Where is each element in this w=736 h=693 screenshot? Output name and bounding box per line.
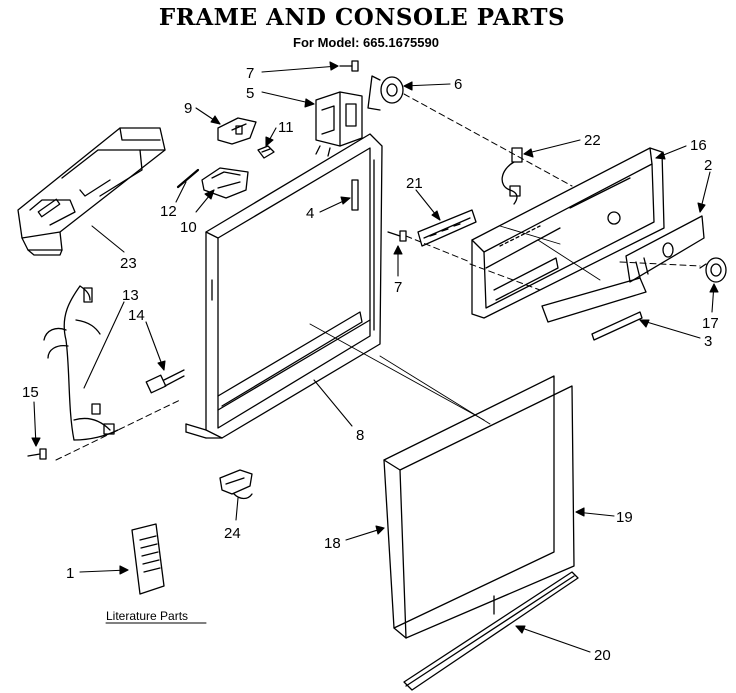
part-2-overlay bbox=[626, 216, 704, 282]
part-15-screw bbox=[28, 449, 46, 459]
part-23-vent-housing bbox=[18, 127, 165, 256]
diagram-title: FRAME AND CONSOLE PARTS bbox=[158, 4, 566, 31]
callout-10: 10 bbox=[180, 219, 197, 236]
callout-13: 13 bbox=[122, 287, 139, 304]
part-7-screw-mid bbox=[388, 231, 406, 241]
callout-19: 19 bbox=[616, 509, 633, 526]
callout-21: 21 bbox=[406, 175, 423, 192]
part-24-clip bbox=[220, 470, 252, 499]
callout-7-mid: 7 bbox=[394, 279, 402, 296]
callout-14: 14 bbox=[128, 307, 145, 324]
part-13-wire-harness bbox=[44, 286, 118, 440]
callout-8: 8 bbox=[356, 427, 364, 444]
callout-6: 6 bbox=[454, 76, 462, 93]
part-5-latch bbox=[316, 92, 362, 156]
callout-5: 5 bbox=[246, 85, 254, 102]
part-17-dial bbox=[700, 258, 726, 282]
part-22-sensor bbox=[502, 148, 522, 204]
callout-9: 9 bbox=[184, 100, 192, 117]
callout-labels: 7 5 6 9 11 12 10 4 23 22 16 2 21 7 17 3 … bbox=[22, 65, 719, 664]
part-18-outer-panel bbox=[384, 376, 554, 628]
literature-parts-label: Literature Parts bbox=[106, 609, 188, 623]
callout-22: 22 bbox=[584, 132, 601, 149]
callout-20: 20 bbox=[594, 647, 611, 664]
part-21-switch-plate bbox=[418, 210, 476, 246]
part-6-knob-bracket bbox=[367, 75, 403, 111]
callout-7-top: 7 bbox=[246, 65, 254, 82]
callout-15: 15 bbox=[22, 384, 39, 401]
callout-17: 17 bbox=[702, 315, 719, 332]
part-20-bottom-trim bbox=[404, 572, 578, 690]
leader-lines bbox=[32, 62, 718, 652]
part-3-trim bbox=[542, 278, 646, 340]
part-11-clip bbox=[258, 146, 274, 158]
callout-4: 4 bbox=[306, 205, 314, 222]
part-7-screw-top bbox=[340, 61, 358, 71]
part-19-inner-panel bbox=[384, 386, 574, 638]
part-8-door-frame bbox=[186, 134, 382, 438]
callout-12: 12 bbox=[160, 203, 177, 220]
callout-2: 2 bbox=[704, 157, 712, 174]
part-9-switch bbox=[218, 118, 256, 144]
part-10-bracket bbox=[202, 168, 248, 198]
callout-16: 16 bbox=[690, 137, 707, 154]
callout-24: 24 bbox=[224, 525, 241, 542]
part-16-console-panel bbox=[472, 148, 664, 318]
part-1-literature bbox=[132, 524, 164, 594]
alignment-lines bbox=[56, 94, 700, 460]
part-12-pin bbox=[178, 170, 198, 187]
model-subtitle: For Model: 665.1675590 bbox=[293, 35, 439, 50]
callout-1: 1 bbox=[66, 565, 74, 582]
callout-18: 18 bbox=[324, 535, 341, 552]
part-14-thermostat bbox=[146, 370, 184, 393]
callout-11: 11 bbox=[278, 119, 294, 136]
callout-3: 3 bbox=[704, 333, 712, 350]
callout-23: 23 bbox=[120, 255, 137, 272]
